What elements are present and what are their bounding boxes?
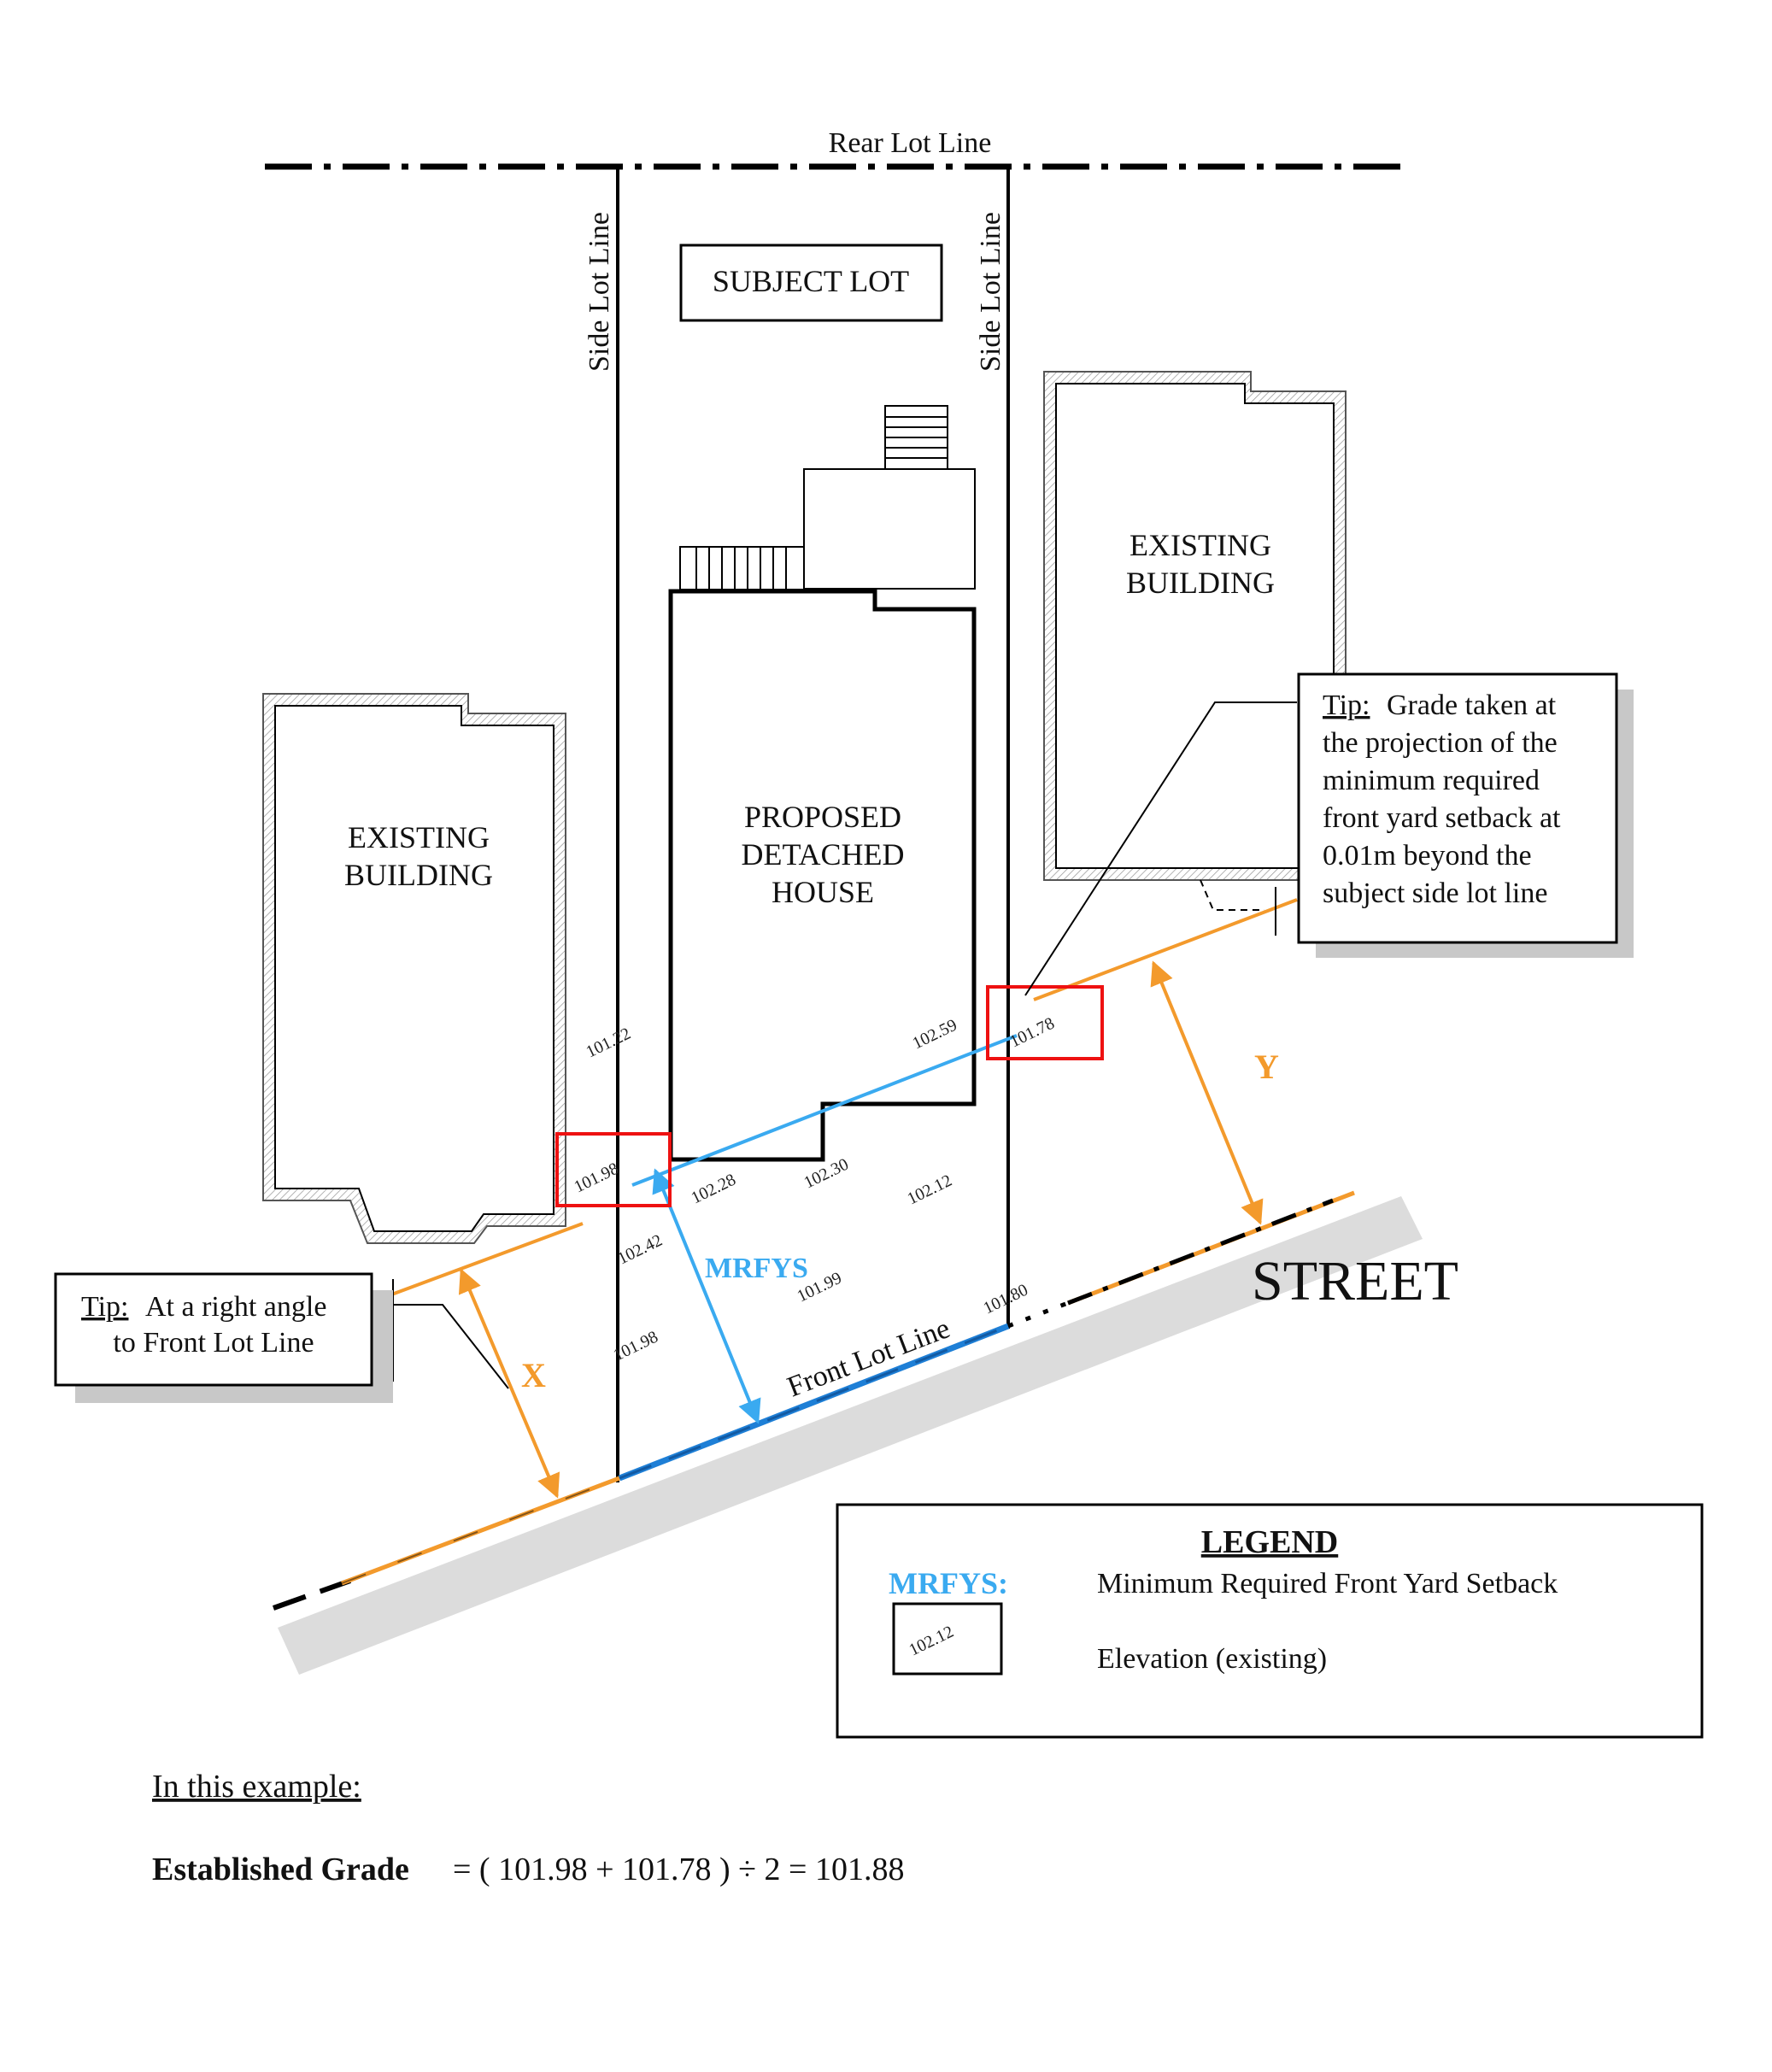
- legend-elevation-desc: Elevation (existing): [1097, 1643, 1327, 1675]
- tip-left-leader: [393, 1304, 509, 1389]
- existing-building-right-projection: [1200, 879, 1264, 911]
- legend-mrfys-desc: Minimum Required Front Yard Setback: [1097, 1568, 1558, 1599]
- legend-mrfys-key: MRFYS:: [889, 1566, 1008, 1600]
- side-lot-line-right-label: Side Lot Line: [975, 212, 1006, 372]
- mrfys-line: [631, 1034, 1018, 1187]
- example-heading: In this example:: [152, 1769, 361, 1805]
- street-edge-left-dash: [272, 1578, 352, 1611]
- elevation-label: 102.28: [689, 1171, 739, 1208]
- proposed-house-label-3: HOUSE: [772, 875, 874, 909]
- elevation-label: 101.98: [572, 1159, 622, 1197]
- street-edge-right-dash: [1007, 1299, 1073, 1329]
- street-edge-right-overdash: [1067, 1198, 1334, 1306]
- existing-building-left-label-2: BUILDING: [344, 858, 493, 892]
- rear-stair-side-treads: [695, 547, 787, 590]
- proposed-house-label-1: PROPOSED: [744, 800, 901, 834]
- street-label: STREET: [1252, 1250, 1458, 1312]
- tip-left-box: [54, 1272, 373, 1387]
- elevation-label: 101.80: [981, 1281, 1031, 1318]
- tip-right-line-4: front yard setback at: [1323, 802, 1561, 834]
- established-grade-formula: = ( 101.98 + 101.78 ) ÷ 2 = 101.88: [453, 1852, 904, 1887]
- tip-right-line-5: 0.01m beyond the: [1323, 840, 1532, 872]
- elevation-label: 101.78: [1007, 1014, 1058, 1052]
- legend-title: LEGEND: [1201, 1524, 1338, 1560]
- front-lot-line-overdash: [619, 1324, 1009, 1480]
- street-edge-orange-right: [1067, 1190, 1355, 1306]
- mrfys-label: MRFYS: [705, 1253, 808, 1284]
- subject-lot-box: [679, 244, 943, 322]
- existing-building-right-label-2: BUILDING: [1126, 566, 1275, 600]
- x-dimension-arrow: [458, 1268, 560, 1499]
- grade-point-highlight-left: [555, 1132, 672, 1207]
- y-dimension-arrow: [1150, 960, 1264, 1225]
- grade-point-highlight-right: [986, 985, 1104, 1060]
- tip-left-line-1: At a right angle: [145, 1291, 326, 1323]
- proposed-house-label-2: DETACHED: [741, 837, 904, 872]
- existing-building-left: [274, 705, 554, 1232]
- tip-right-line-2: the projection of the: [1323, 727, 1558, 759]
- tip-right-leader: [1024, 701, 1297, 996]
- elevation-label: 101.22: [584, 1024, 634, 1062]
- tip-right-heading: Tip:: [1323, 690, 1370, 721]
- existing-building-right: [1055, 383, 1335, 869]
- elevation-label: 102.12: [905, 1171, 955, 1209]
- tip-left-line-2: to Front Lot Line: [113, 1327, 314, 1359]
- setback-line-right: [1033, 898, 1298, 1001]
- subject-lot-label: SUBJECT LOT: [713, 264, 909, 298]
- tip-right-line-3: minimum required: [1323, 765, 1540, 796]
- proposed-house-outline: [668, 589, 977, 1162]
- street-edge-left-overdash: [341, 1477, 620, 1584]
- side-lot-line-left-label: Side Lot Line: [584, 212, 615, 372]
- setback-line-left: [379, 1222, 584, 1300]
- tip-right-box: [1297, 672, 1618, 944]
- tip-left-heading: Tip:: [81, 1291, 128, 1323]
- existing-building-left-label-1: EXISTING: [348, 820, 490, 854]
- rear-stair-upper-treads: [885, 416, 948, 459]
- elevation-label: 102.42: [615, 1231, 666, 1269]
- y-label: Y: [1254, 1048, 1279, 1086]
- rear-lot-line-label: Rear Lot Line: [829, 127, 992, 159]
- legend-elevation-swatch: [892, 1602, 1003, 1676]
- street-edge-orange-left: [341, 1476, 620, 1586]
- tip-right-line-1: Grade taken at: [1387, 690, 1557, 721]
- existing-building-right-label-1: EXISTING: [1130, 528, 1271, 562]
- tip-right-line-6: subject side lot line: [1323, 878, 1547, 909]
- street-band: [278, 1196, 1423, 1675]
- established-grade-label: Established Grade: [152, 1852, 409, 1887]
- mrfys-dimension-arrow: [652, 1168, 761, 1424]
- rear-deck: [803, 468, 976, 590]
- x-label: X: [521, 1356, 546, 1394]
